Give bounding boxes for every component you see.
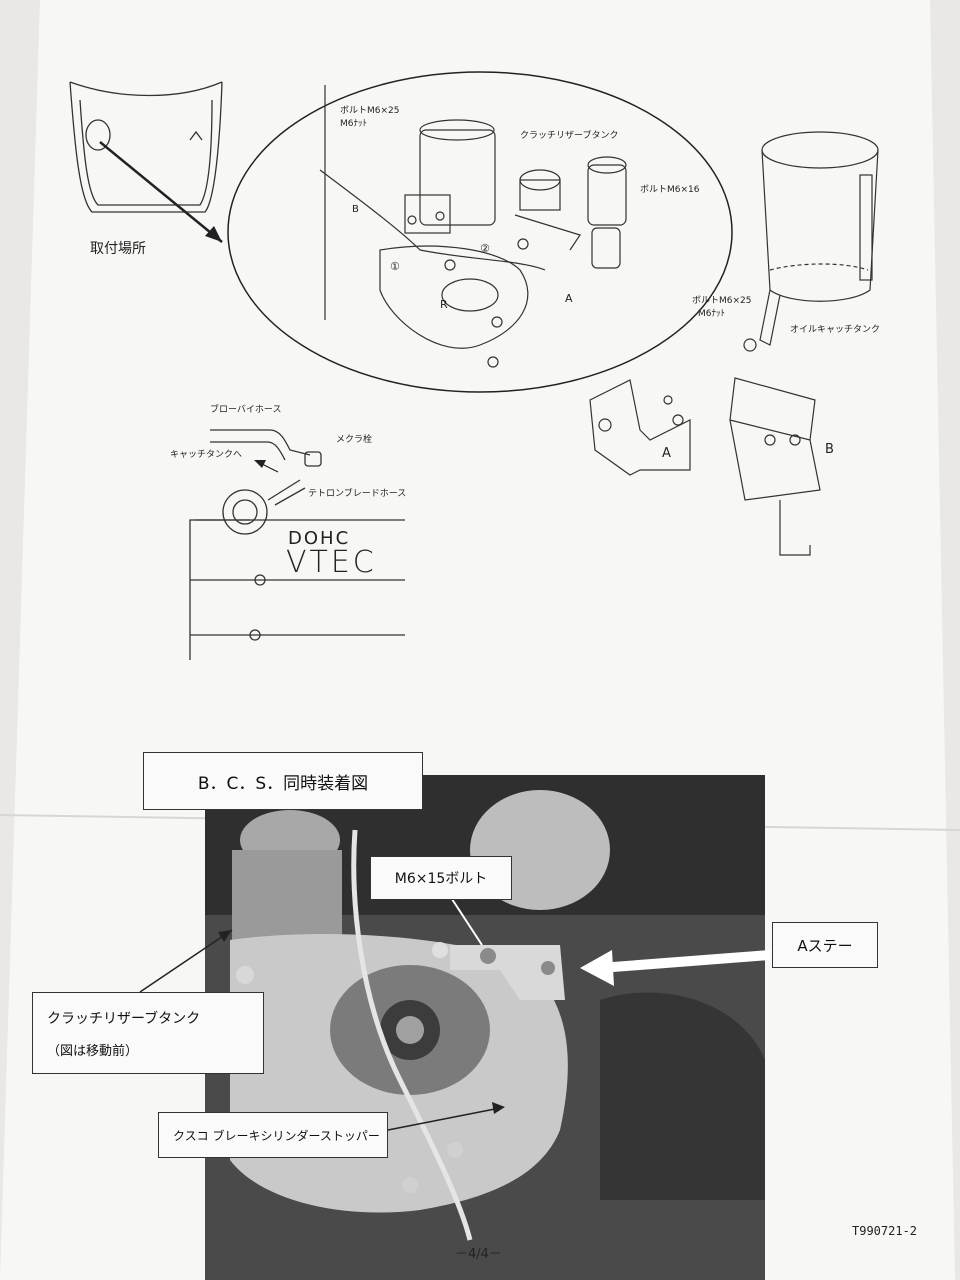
braided-hose-label: テトロンブレードホース	[308, 489, 407, 499]
bracket-A-marker: A	[565, 292, 573, 305]
reservoir-callout: クラッチリザーブタンク （図は移動前）	[32, 992, 264, 1074]
bolt-m6x16-label: ボルトM6×16	[640, 185, 700, 195]
to-catch-tank-label: キャッチタンクへ	[170, 450, 243, 460]
engine-bay-detail-circle	[227, 71, 733, 393]
vtec-text: VTEC	[286, 545, 377, 580]
step-2-marker: ②	[480, 242, 490, 255]
engine-bay-sketch	[319, 85, 627, 368]
reservoir-callout-note: （図は移動前）	[47, 1043, 139, 1059]
strut-R-marker: R	[440, 298, 448, 311]
install-location-label: 取付場所	[90, 241, 146, 257]
dohc-text: DOHC	[288, 528, 351, 549]
tank-m6-nut-label: M6ﾅｯﾄ	[698, 309, 725, 319]
photo-section-title: B．C．S．同時装着図	[143, 752, 423, 810]
stopper-callout: クスコ ブレーキシリンダーストッパー	[158, 1112, 388, 1158]
document-code: T990721-2	[852, 1224, 918, 1238]
bracket-A-label: A	[662, 446, 671, 461]
reservoir-callout-title: クラッチリザーブタンク	[47, 1010, 201, 1027]
bracket-B-sketch	[729, 338, 821, 556]
bolt-callout: M6×15ボルト	[370, 856, 512, 900]
bracket-B-label: B	[825, 442, 834, 457]
tank-bolt-m6x25-label: ボルトM6×25	[692, 296, 752, 306]
clutch-reservoir-label: クラッチリザーブタンク	[520, 131, 619, 141]
m6-nut-label: M6ﾅｯﾄ	[340, 119, 367, 129]
install-location-sketch	[69, 81, 223, 213]
blowby-hose-label: ブローバイホース	[210, 405, 282, 415]
oil-catch-tank-sketch	[759, 131, 879, 346]
step-1-marker: ①	[390, 260, 400, 273]
bracket-B-marker: B	[352, 204, 359, 215]
installation-photo	[205, 775, 765, 1280]
oil-catch-tank-label: オイルキャッチタンク	[790, 325, 881, 335]
bolt-m6x25-label: ボルトM6×25	[340, 106, 400, 116]
blanking-plug-label: メクラ栓	[336, 435, 373, 445]
engine-cover-sketch	[189, 429, 405, 660]
bracket-A-sketch	[589, 379, 691, 476]
page-number: －4/4－	[455, 1247, 502, 1262]
stay-callout: Aステー	[772, 922, 878, 968]
